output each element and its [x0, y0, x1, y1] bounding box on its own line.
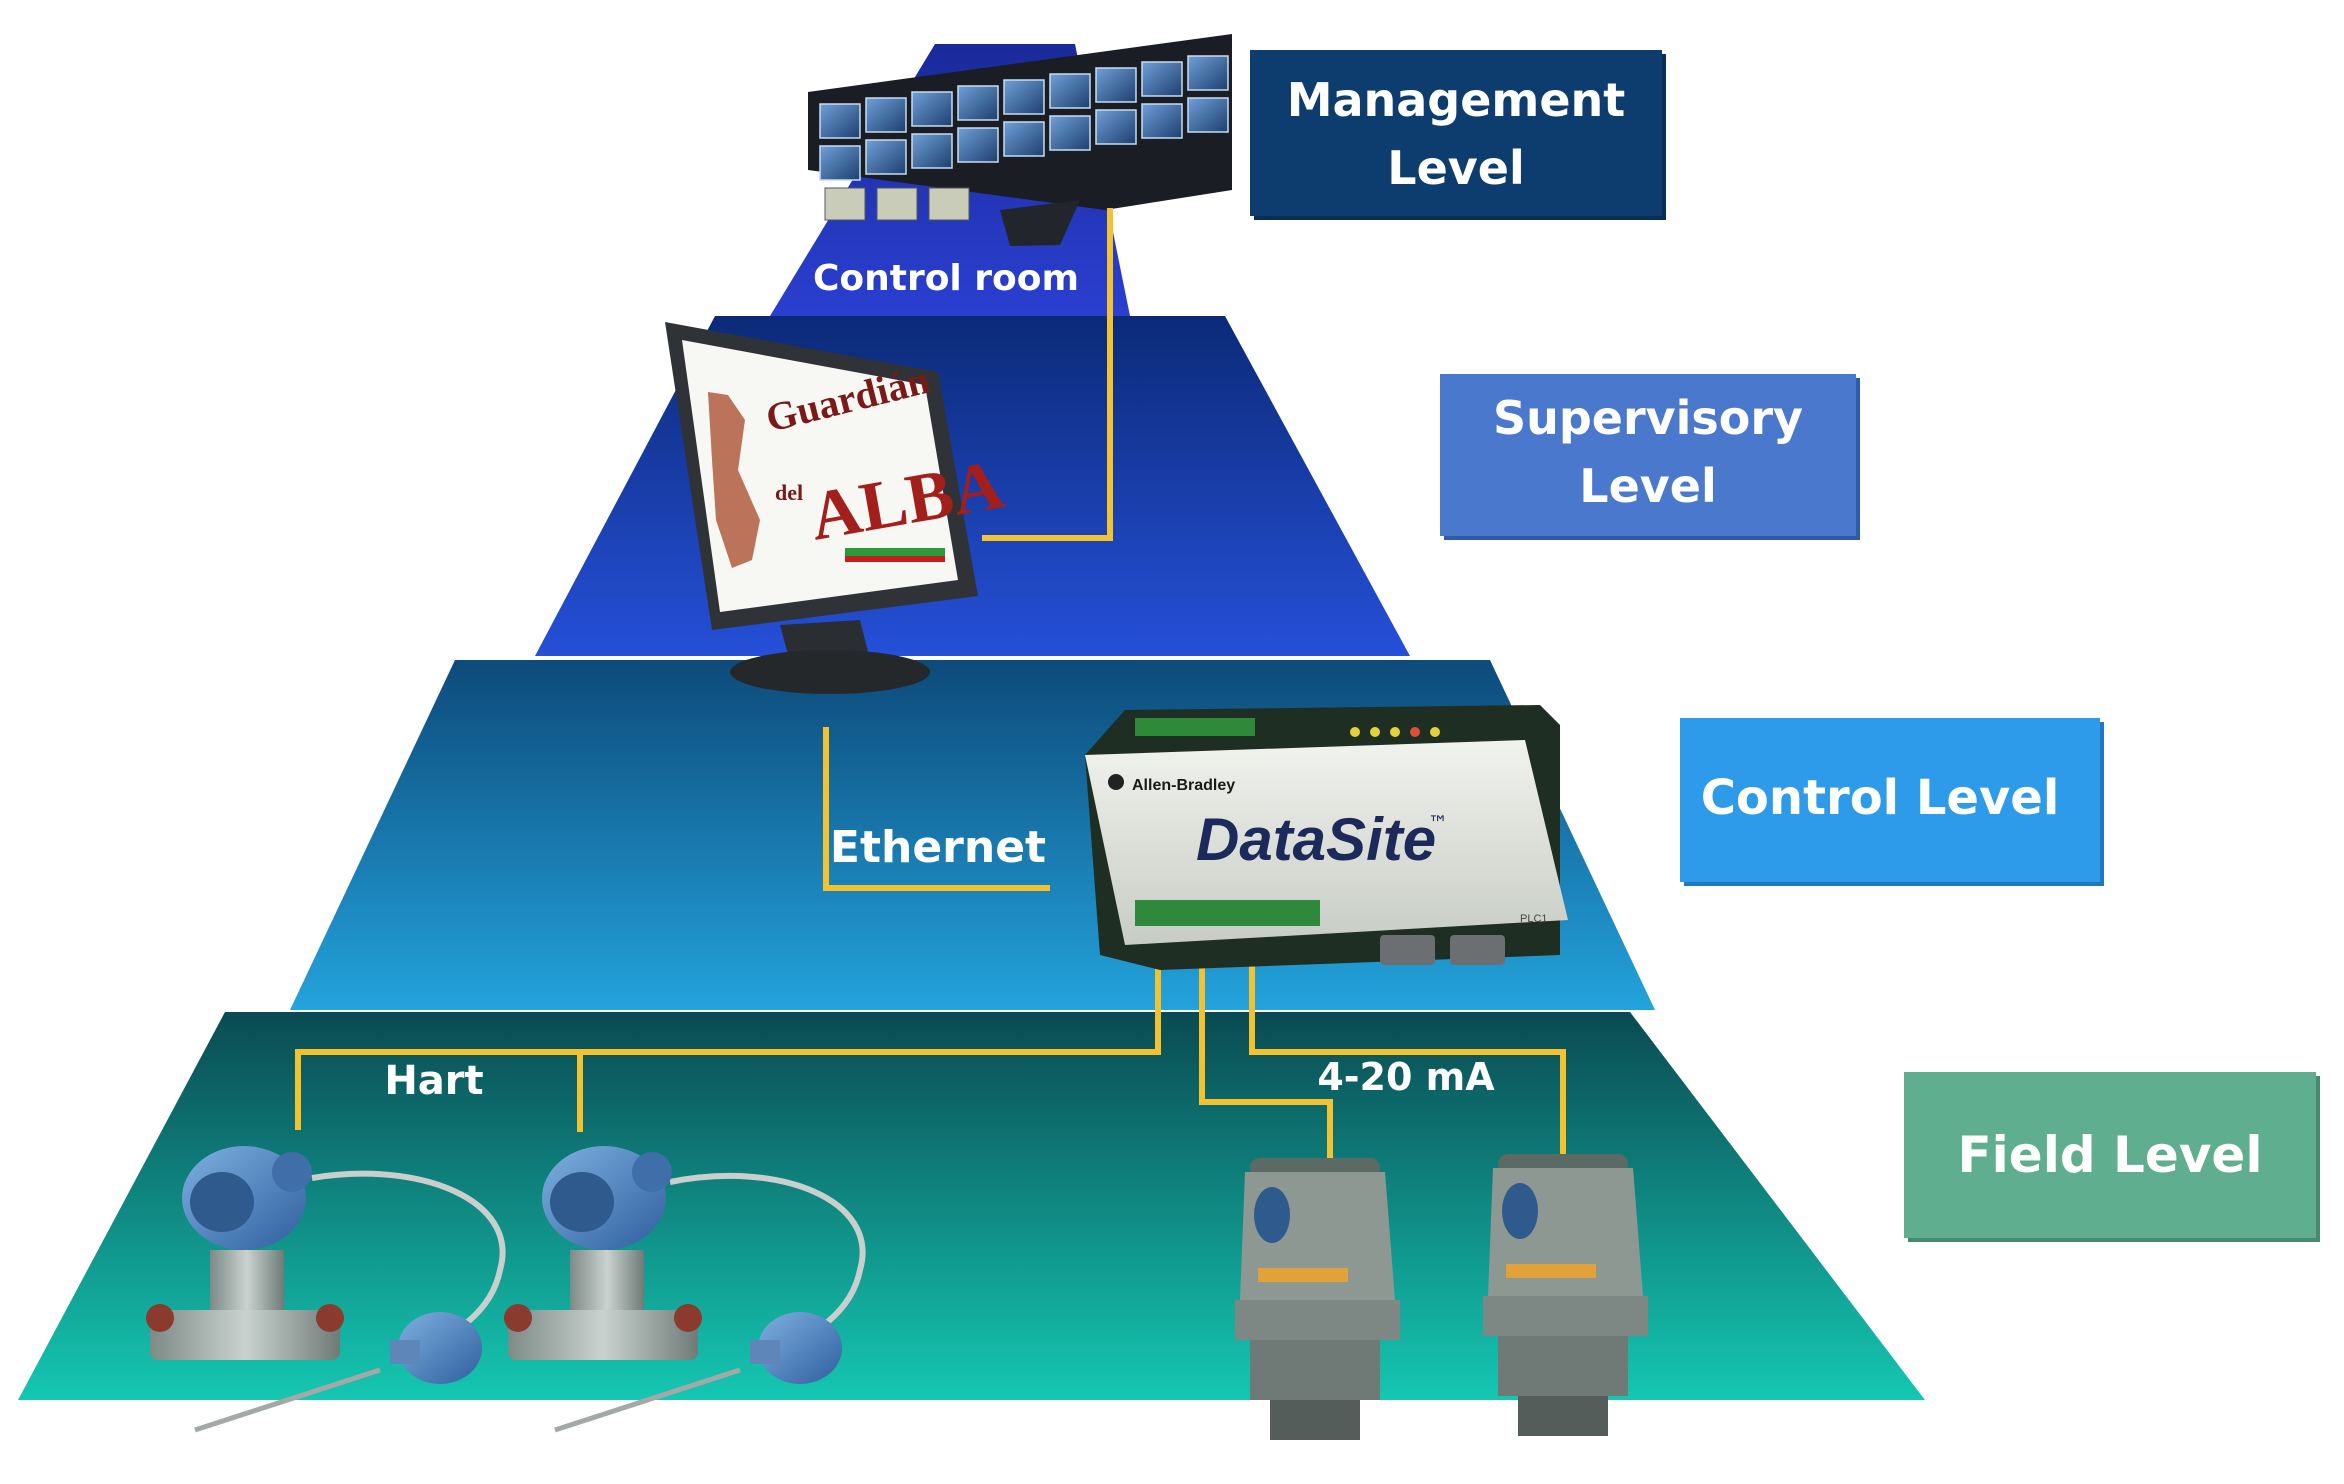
- wire-network: [295, 208, 1566, 1162]
- wall-screen: [1187, 55, 1229, 91]
- hart-wire: [295, 962, 1161, 1130]
- management-level-line1: Management: [1287, 73, 1626, 127]
- wall-screen: [865, 139, 907, 175]
- ethernet-wire-bottom: [823, 727, 1050, 891]
- control-level-box: Control Level: [1680, 718, 2104, 886]
- level-transmitter-icon-2: [1483, 1154, 1648, 1436]
- ethernet-wire-top: [982, 208, 1113, 541]
- wall-screen: [1003, 79, 1045, 115]
- wall-screen: [865, 97, 907, 133]
- wall-screen: [957, 127, 999, 163]
- supervisory-level-box: Supervisory Level: [1440, 374, 1860, 540]
- desk-monitor: [824, 187, 866, 221]
- rtu-brand: Allen-Bradley: [1132, 777, 1235, 794]
- level-transmitter-icon-1: [1235, 1158, 1400, 1440]
- wall-screen: [911, 91, 953, 127]
- wall-screen: [1187, 97, 1229, 133]
- rtu-tag: PLC1: [1520, 913, 1548, 925]
- rtu-model: DataSite: [1196, 806, 1436, 873]
- supervisory-level-line1: Supervisory: [1493, 391, 1803, 445]
- management-level-line2: Level: [1387, 141, 1524, 195]
- tier-field: [18, 1012, 1925, 1400]
- ma-wire-1: [1199, 962, 1333, 1162]
- pressure-transmitter-icon-2: [504, 1146, 866, 1433]
- wall-screen: [1095, 67, 1137, 103]
- desk-monitor: [876, 187, 918, 221]
- hmi-logo-mid: del: [775, 480, 803, 505]
- hmi-monitor-icon: Guardián del ALBA: [665, 322, 1010, 694]
- wall-screen: [819, 145, 861, 181]
- field-level-box: Field Level: [1904, 1072, 2320, 1242]
- desk-monitor: [928, 187, 970, 221]
- rtu-tm: ™: [1428, 811, 1448, 835]
- wall-screen: [1141, 61, 1183, 97]
- hart-label: Hart: [384, 1058, 483, 1104]
- datasite-rtu-icon: Allen-Bradley DataSite ™ PLC1: [1085, 705, 1568, 970]
- wall-screen: [819, 103, 861, 139]
- wall-screen: [1141, 103, 1183, 139]
- supervisory-level-line2: Level: [1579, 459, 1716, 513]
- wall-screen: [1095, 109, 1137, 145]
- control-level-label: Control Level: [1701, 770, 2060, 826]
- control-room-label: Control room: [813, 258, 1079, 299]
- video-wall-icon: [808, 34, 1232, 246]
- wall-screen: [1003, 121, 1045, 157]
- ethernet-label: Ethernet: [830, 822, 1046, 873]
- management-level-box: Management Level: [1250, 50, 1666, 220]
- wall-screen: [1049, 115, 1091, 151]
- wall-screen: [957, 85, 999, 121]
- ma-label: 4-20 mA: [1317, 1055, 1495, 1099]
- wall-screen: [1049, 73, 1091, 109]
- ma-wire-2: [1249, 962, 1566, 1158]
- field-level-label: Field Level: [1958, 1126, 2263, 1184]
- pressure-transmitter-icon-1: [146, 1146, 506, 1433]
- wall-screen: [911, 133, 953, 169]
